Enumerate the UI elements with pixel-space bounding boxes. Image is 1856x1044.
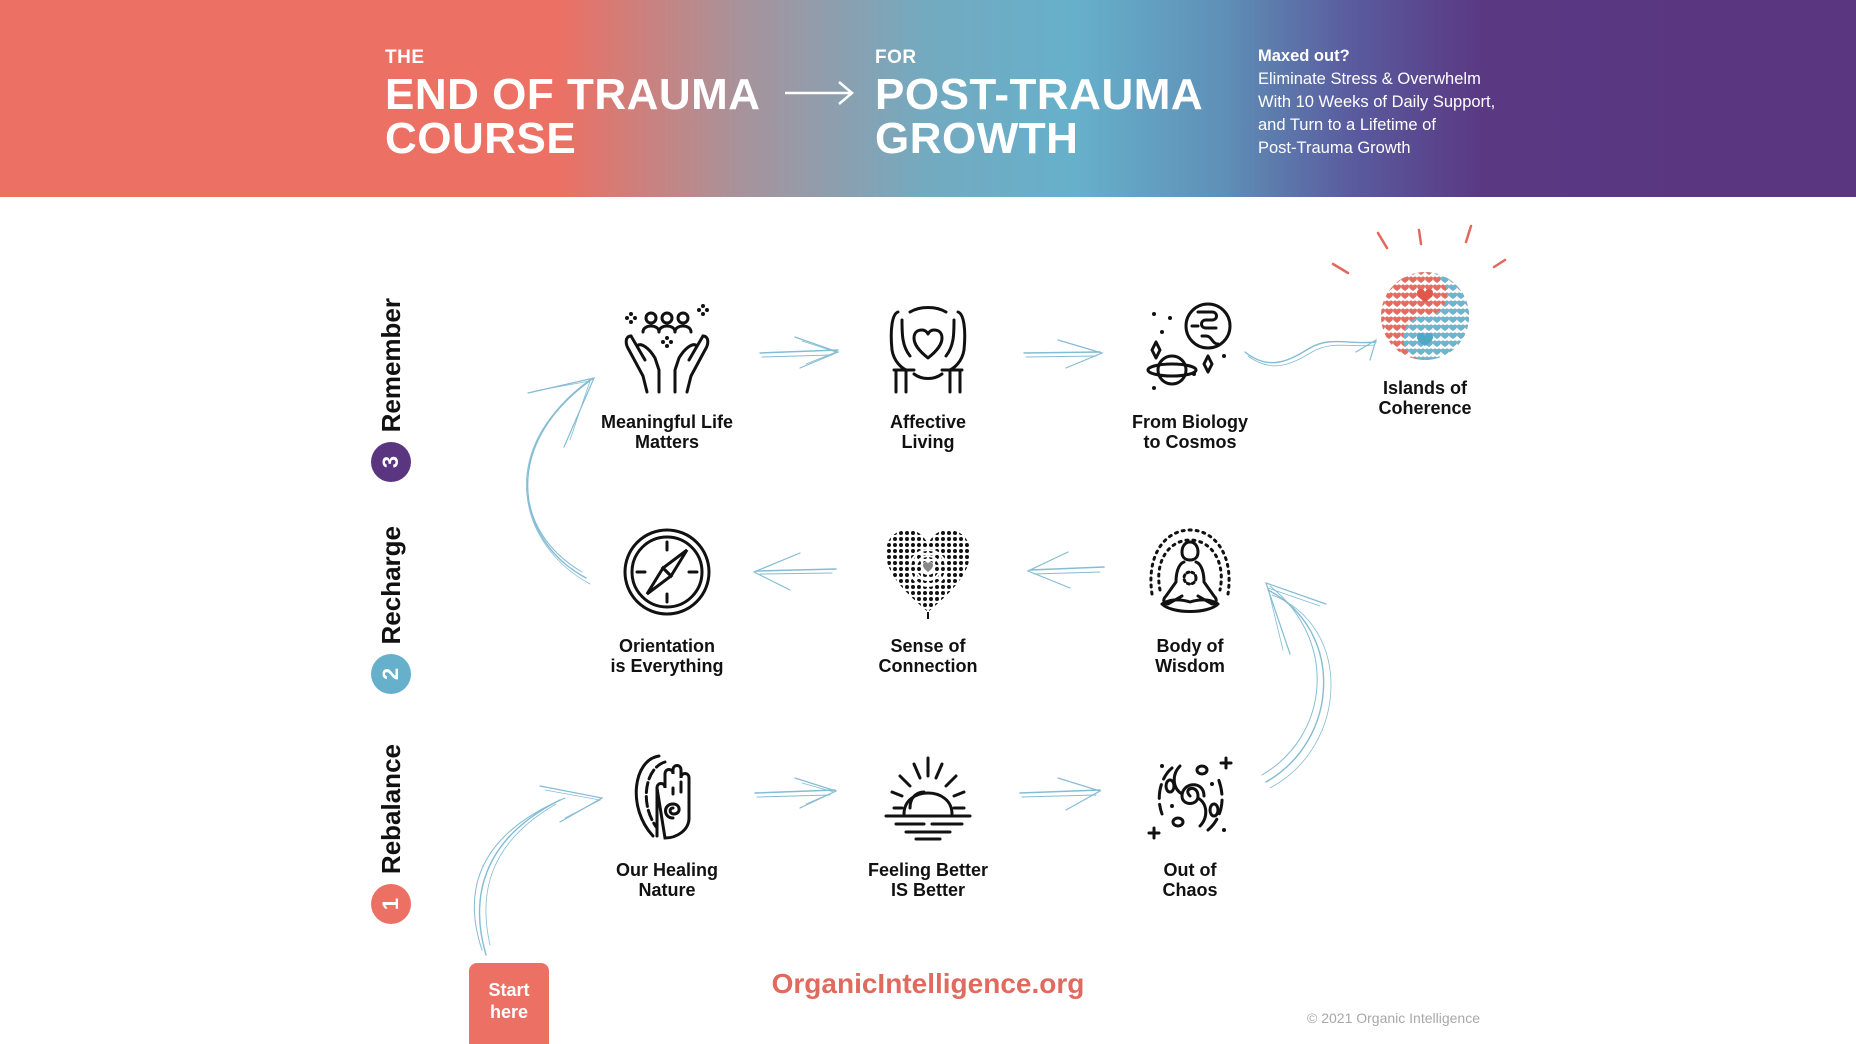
phase-label: Recharge <box>375 525 406 645</box>
tagline-line: With 10 Weeks of Daily Support, <box>1258 93 1496 111</box>
tagline-line: Post-Trauma Growth <box>1258 139 1411 157</box>
long-right-arrow-icon <box>785 81 854 105</box>
header-tagline: Maxed out? Eliminate Stress & Overwhelm … <box>1258 45 1495 160</box>
yin-yang-hearts-icon <box>1381 272 1469 360</box>
header-left-title-line2: COURSE <box>385 114 577 163</box>
phase-number-badge: 2 <box>371 654 411 694</box>
phase-remember: 3 Remember <box>366 282 416 482</box>
start-here-line1: Start <box>488 979 530 1000</box>
pattern-heart-icon <box>886 530 970 619</box>
header-right-title-line2: GROWTH <box>875 114 1079 163</box>
sunrise-icon <box>884 756 972 841</box>
planets-icon <box>1146 302 1232 390</box>
compass-icon <box>623 528 711 616</box>
phase-number-badge: 1 <box>371 884 411 924</box>
tagline-lead: Maxed out? <box>1258 47 1350 65</box>
phase-rebalance: 1 Rebalance <box>366 730 416 924</box>
start-here-line2: here <box>489 1001 529 1022</box>
phase-label: Rebalance <box>375 743 406 874</box>
copyright-notice: © 2021 Organic Intelligence <box>1307 1010 1480 1026</box>
tagline-line: and Turn to a Lifetime of <box>1258 116 1436 134</box>
header-banner: THE END OF TRAUMA COURSE FOR POST-TRAUMA… <box>0 0 1856 197</box>
galaxy-icon <box>1147 756 1233 840</box>
hands-holding-people-icon <box>624 304 710 394</box>
phase-label: Remember <box>375 297 406 432</box>
hand-with-spiral-icon <box>634 754 691 840</box>
tagline-line: Eliminate Stress & Overwhelm <box>1258 70 1481 88</box>
header-left-kicker: THE <box>385 47 425 68</box>
header-right-title-line1: POST-TRAUMA <box>875 70 1204 119</box>
phase-recharge: 2 Recharge <box>366 510 416 694</box>
hands-holding-heart-icon <box>889 306 967 394</box>
meditating-figure-icon <box>1149 528 1231 613</box>
header-right-kicker: FOR <box>875 47 917 68</box>
start-here-button[interactable]: Start here <box>469 963 549 1044</box>
phase-number-badge: 3 <box>371 442 411 482</box>
header-left-title-line1: END OF TRAUMA <box>385 70 761 119</box>
site-url-link[interactable]: OrganicIntelligence.org <box>771 968 1085 999</box>
